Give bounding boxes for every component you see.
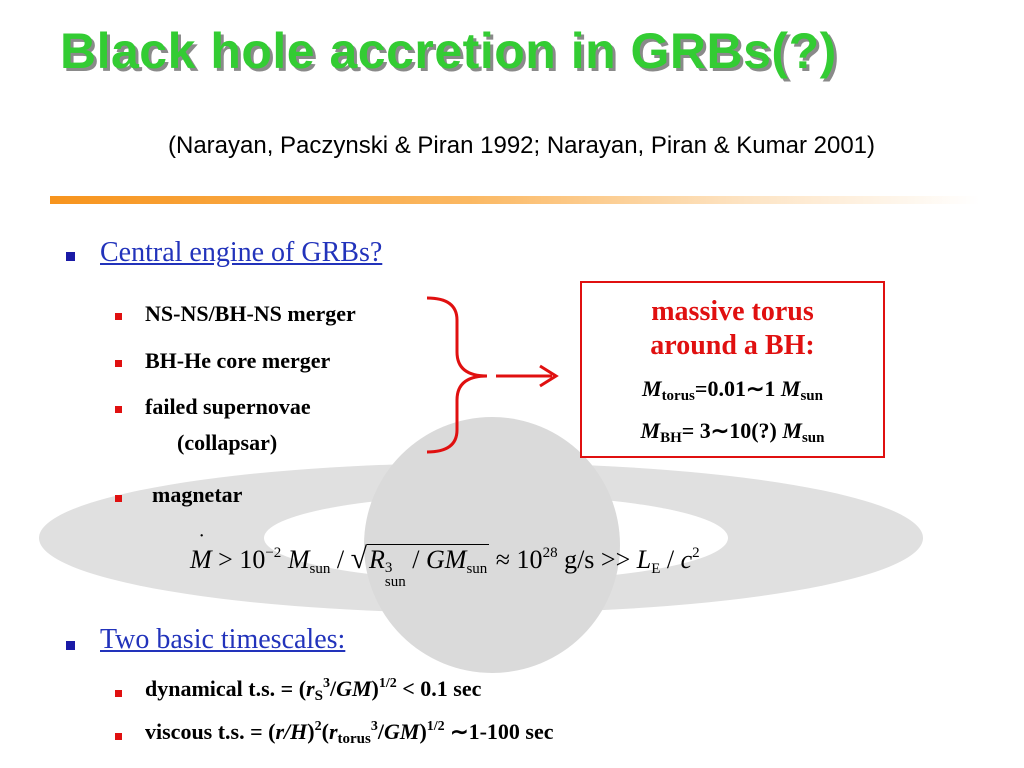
symbol-L: L (636, 545, 652, 574)
symbol-M: M (190, 545, 212, 574)
symbol-R: R (369, 545, 385, 574)
subscript-e: E (651, 561, 661, 577)
text: < 0.1 sec (396, 676, 482, 701)
subscript-sun: sun (800, 388, 823, 404)
operator-slash: / (405, 545, 426, 574)
symbol-r: r (328, 719, 338, 744)
subscript-torus: torus (337, 731, 371, 747)
subscript-sun: sun (384, 574, 406, 590)
text: viscous t.s. = ( (145, 719, 276, 744)
title-divider (50, 196, 980, 204)
bh-mass-formula: MBH= 3∼10(?) Msun (582, 418, 883, 447)
formula-gt: > 10 (211, 545, 266, 574)
text: dynamical t.s. = ( (145, 676, 307, 701)
symbol-c: c (680, 545, 693, 574)
dynamical-timescale: dynamical t.s. = (rS3/GM)1/2 < 0.1 sec (145, 676, 481, 705)
exponent: 3 (370, 719, 378, 734)
list-item: failed supernovae (145, 394, 311, 419)
symbol-GM: GM (383, 719, 420, 744)
square-bullet-icon (66, 641, 75, 650)
text: ( (321, 719, 329, 744)
list-item: magnetar (152, 482, 243, 507)
subscript-sun: sun (309, 561, 331, 577)
section-heading-timescales: Two basic timescales: (100, 624, 346, 655)
bh-range: = 3∼10(?) (681, 418, 783, 443)
subscript-s: S (314, 688, 323, 704)
subscript-torus: torus (661, 388, 695, 404)
symbol-r-over-h: r/H (275, 719, 308, 744)
symbol-M: M (640, 418, 661, 443)
text: ) (419, 719, 427, 744)
exponent: 3 (322, 676, 330, 691)
symbol-GM: GM (336, 676, 372, 701)
operator-slash: / (377, 719, 384, 744)
slide-subtitle: (Narayan, Paczynski & Piran 1992; Naraya… (168, 132, 876, 159)
mdot-symbol: M˙ (190, 529, 212, 575)
symbol-M: M (281, 545, 310, 574)
exponent: 2 (692, 545, 700, 561)
exponent: 2 (314, 719, 322, 734)
box-line-2: around a BH: (650, 330, 815, 361)
symbol-GM: GM (426, 545, 467, 574)
formula-approx: ≈ 10 (489, 545, 543, 574)
curly-brace-icon (426, 296, 488, 454)
square-bullet-icon (115, 360, 122, 367)
square-bullet-icon (115, 313, 122, 320)
operator-slash: / (330, 545, 351, 574)
viscous-timescale: viscous t.s. = (r/H)2(rtorus3/GM)1/2 ∼1-… (145, 719, 554, 748)
symbol-M: M (782, 418, 802, 443)
list-item: NS-NS/BH-NS merger (145, 301, 356, 326)
formula-units: g/s >> (557, 545, 637, 574)
slide-title: Black hole accretion in GRBs(?) (60, 23, 837, 79)
torus-info-box: massive torus around a BH: Mtorus=0.01∼1… (580, 281, 885, 458)
subscript-sun: sun (466, 561, 488, 577)
text: ) (371, 676, 379, 701)
exponent: 28 (542, 545, 558, 561)
torus-mass-formula: Mtorus=0.01∼1 Msun (582, 376, 883, 405)
square-bullet-icon (115, 495, 122, 502)
square-bullet-icon (115, 690, 122, 697)
square-bullet-icon (115, 733, 122, 740)
list-item: BH-He core merger (145, 348, 331, 373)
subscript-sun: sun (801, 430, 825, 446)
right-arrow-icon (496, 364, 559, 388)
operator-slash: / (329, 676, 337, 701)
list-item: (collapsar) (177, 430, 278, 455)
subscript-bh: BH (660, 430, 682, 446)
exponent: 1/2 (426, 719, 445, 734)
text: ) (307, 719, 315, 744)
section-heading-central-engine: Central engine of GRBs? (100, 237, 383, 268)
exponent: 1/2 (378, 676, 397, 691)
box-line-1: massive torus (651, 296, 814, 327)
exponent: −2 (265, 545, 282, 561)
exponent: 3 (384, 560, 393, 576)
symbol-M: M (780, 376, 801, 401)
operator-slash: / (660, 545, 681, 574)
sqrt-icon: √ (350, 542, 368, 575)
symbol-r: r (306, 676, 315, 701)
symbol-M: M (642, 376, 662, 401)
dot-accent: ˙ (198, 529, 206, 554)
text: ∼1-100 sec (444, 719, 554, 744)
square-bullet-icon (66, 252, 75, 261)
square-bullet-icon (115, 406, 122, 413)
torus-range: =0.01∼1 (694, 376, 781, 401)
